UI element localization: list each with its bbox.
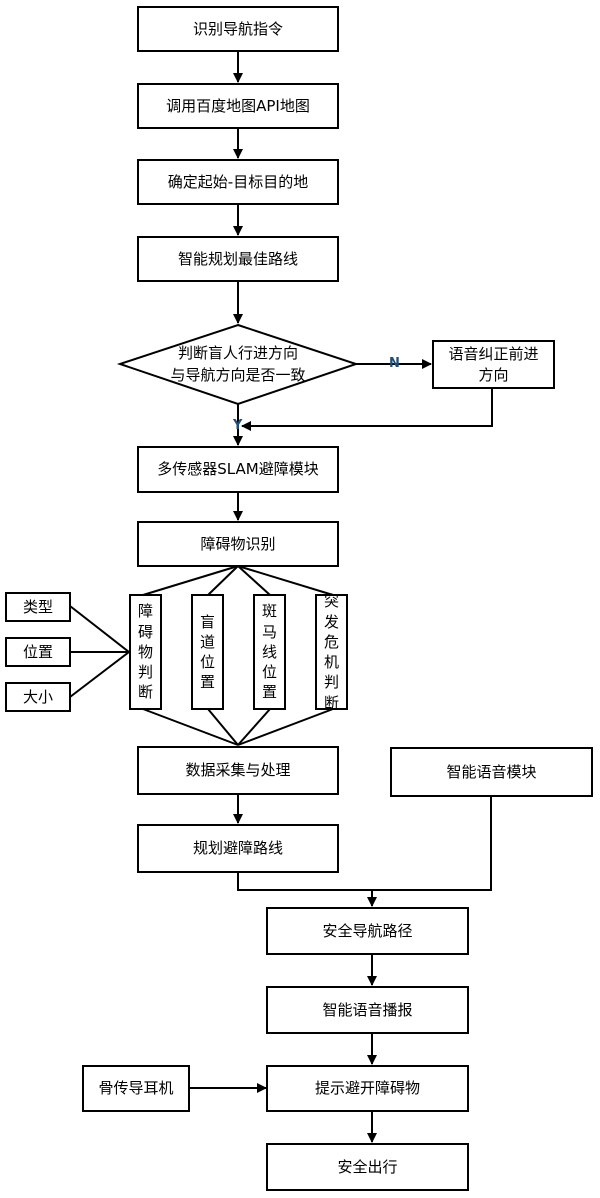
vertical-char: 障: [137, 602, 153, 621]
node-position: 位置: [5, 637, 71, 667]
node-safe-navigation-path: 安全导航路径: [266, 907, 469, 955]
decision-line-1: 判断盲人行进方向: [177, 344, 298, 363]
node-safe-travel: 安全出行: [266, 1143, 469, 1191]
edge-label-no: N: [389, 356, 400, 371]
fanin-emergency: [237, 708, 334, 746]
vertical-char: 道: [199, 632, 215, 651]
vertical-char: 位: [261, 663, 277, 682]
node-blind-road-position: 盲道位置: [191, 594, 224, 710]
node-recognize-command: 识别导航指令: [137, 6, 339, 52]
vertical-char: 置: [199, 673, 215, 692]
fanin-obstacle-judge: [142, 708, 239, 746]
decision-line-2: 与导航方向是否一致: [170, 366, 306, 384]
node-plan-best-route: 智能规划最佳路线: [137, 236, 339, 282]
vertical-char: 机: [323, 653, 339, 671]
node-type: 类型: [5, 592, 71, 622]
node-obstacle-recognition: 障碍物识别: [137, 521, 339, 567]
node-voice-correct-direction: 语音纠正前进 方向: [432, 340, 555, 389]
link-type: [69, 605, 130, 653]
node-slam-module: 多传感器SLAM避障模块: [137, 446, 339, 493]
vertical-char: 判: [137, 663, 153, 682]
fan-zebra: [237, 565, 271, 596]
fanin-blind-road: [207, 708, 239, 746]
vertical-char: 断: [137, 683, 153, 702]
edge-label-yes: Y: [233, 418, 243, 433]
vertical-char: 位: [199, 653, 215, 671]
vertical-char: 盲: [199, 612, 215, 631]
node-prompt-avoid-obstacle: 提示避开障碍物: [266, 1065, 469, 1112]
fan-emergency: [237, 565, 334, 596]
node-data-collection: 数据采集与处理: [137, 746, 339, 795]
node-zebra-crossing-position: 斑马线位置: [253, 594, 286, 710]
node-emergency-judge: 突发危机判断: [315, 592, 348, 712]
vertical-char: 置: [261, 683, 277, 702]
node-plan-avoid-route: 规划避障路线: [137, 824, 339, 873]
vertical-char: 线: [261, 642, 277, 661]
node-set-origin-destination: 确定起始-目标目的地: [137, 159, 339, 205]
decision-text: 判断盲人行进方向 与导航方向是否一致: [140, 340, 336, 390]
node-call-map-api: 调用百度地图API地图: [137, 83, 339, 129]
fan-obstacle-judge: [142, 565, 239, 596]
vertical-char: 判: [323, 673, 339, 692]
line-voice-module-to-merge: [372, 797, 492, 891]
voice-correct-line-2: 方向: [478, 365, 509, 384]
vertical-char: 发: [323, 612, 339, 631]
arrow-voice-correct-return: [241, 389, 493, 431]
link-size: [69, 651, 130, 698]
vertical-char: 断: [323, 693, 339, 712]
vertical-char: 突: [323, 592, 339, 611]
node-smart-voice-broadcast: 智能语音播报: [266, 986, 469, 1034]
node-obstacle-judge: 障碍物判断: [129, 594, 162, 710]
line-avoid-to-merge: [237, 873, 372, 891]
vertical-char: 碍: [137, 622, 153, 641]
fan-blind-road: [207, 565, 239, 596]
vertical-char: 物: [137, 642, 153, 661]
node-smart-voice-module: 智能语音模块: [390, 747, 593, 797]
node-size: 大小: [5, 682, 71, 712]
vertical-char: 马: [261, 622, 277, 641]
vertical-char: 斑: [261, 602, 277, 621]
voice-correct-line-1: 语音纠正前进: [448, 345, 539, 364]
node-bone-conduction-earphone: 骨传导耳机: [82, 1065, 190, 1112]
vertical-char: 危: [323, 632, 339, 651]
fanin-zebra: [237, 708, 271, 746]
